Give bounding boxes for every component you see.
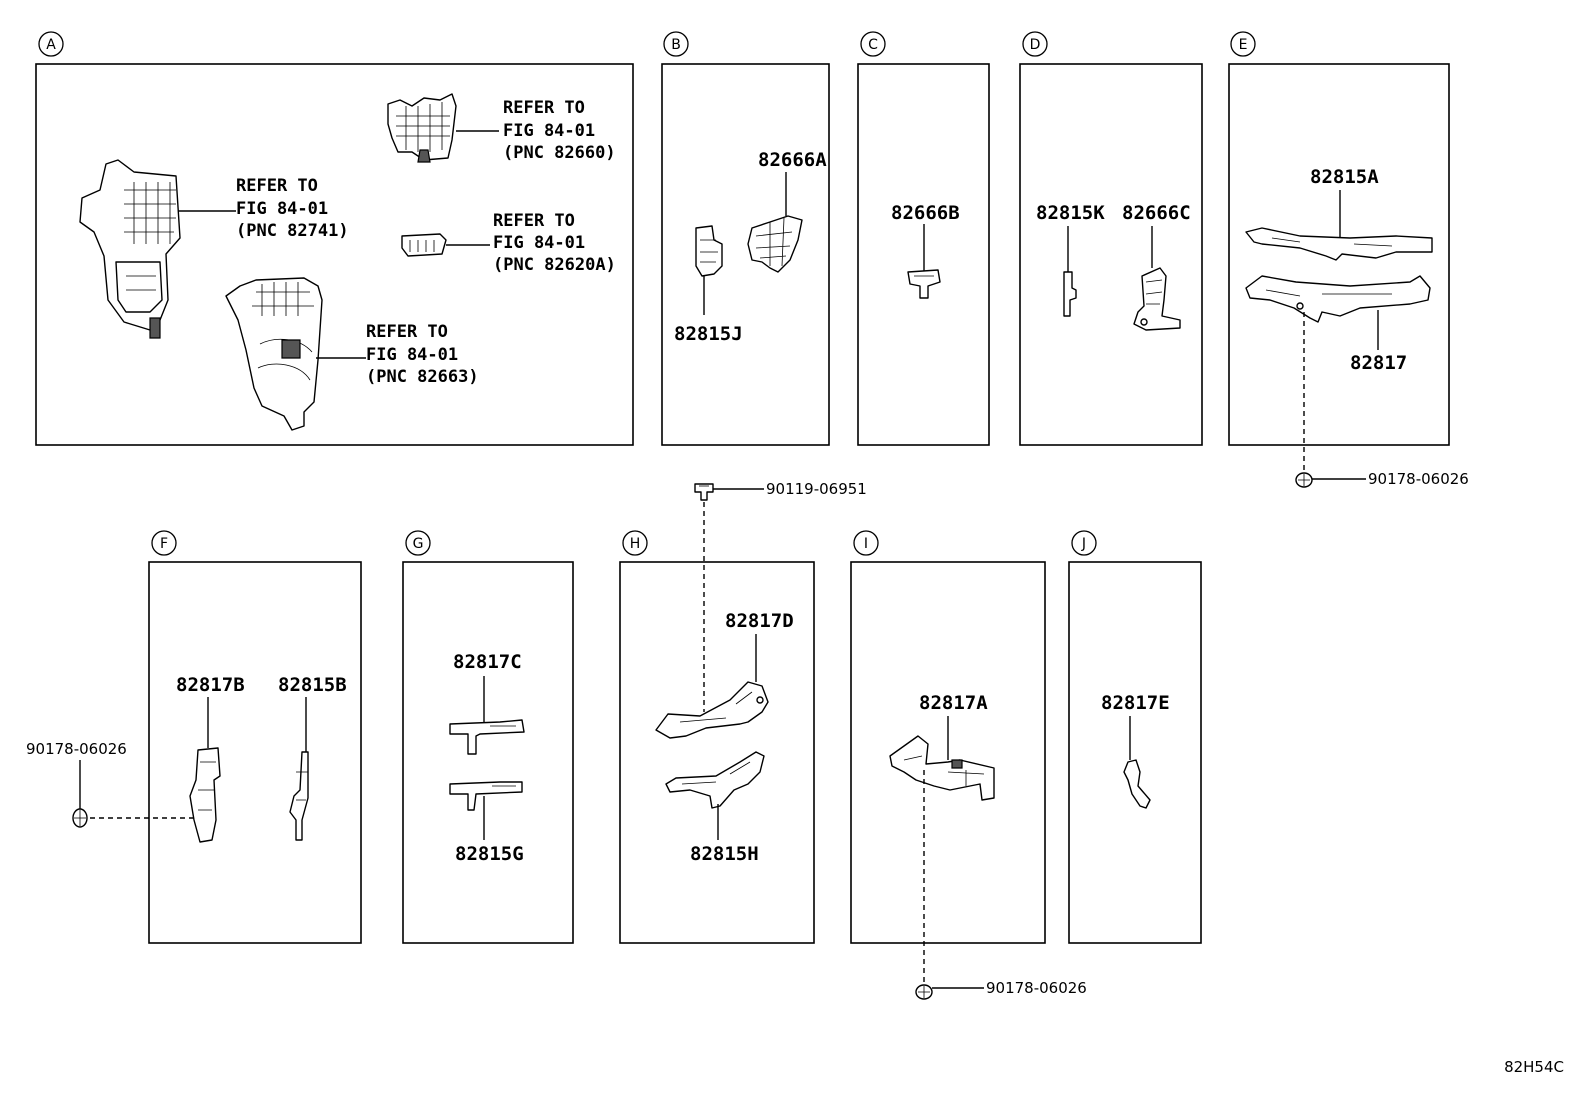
panel-e-marker (1230, 31, 1256, 57)
panel-f-frame (148, 561, 362, 944)
label-82817: 82817 (1350, 352, 1407, 374)
panel-d-frame (1019, 63, 1203, 446)
part-82666B-drawing (907, 269, 941, 299)
panel-a-marker (38, 31, 64, 57)
label-82666C: 82666C (1122, 202, 1191, 224)
part-82817-drawing (1245, 275, 1431, 323)
panel-c-frame (857, 63, 990, 446)
label-82817E: 82817E (1101, 692, 1170, 714)
panel-i-letter: I (864, 536, 868, 552)
panel-h: H 82817D 82815H (619, 530, 815, 944)
clip-e-icon (1295, 472, 1313, 488)
label-82817D: 82817D (725, 610, 794, 632)
panel-a-letter: A (46, 37, 56, 53)
relay-block-82660-drawing (387, 93, 457, 163)
label-82815G: 82815G (455, 843, 524, 865)
label-82817B: 82817B (176, 674, 245, 696)
part-82817A-drawing (889, 735, 995, 801)
panel-j: J 82817E (1068, 530, 1202, 944)
label-82815B: 82815B (278, 674, 347, 696)
panel-h-letter: H (630, 536, 641, 552)
panel-e-letter: E (1239, 37, 1248, 53)
label-82815A: 82815A (1310, 166, 1379, 188)
label-82815J: 82815J (674, 323, 743, 345)
ref-82663-line3: (PNC 82663) (366, 367, 479, 387)
clip-i-number: 90178-06026 (986, 979, 1087, 997)
panel-d-marker (1022, 31, 1048, 57)
panel-d-letter: D (1030, 37, 1041, 53)
part-82817D-drawing (655, 681, 769, 739)
ref-82660-line1: REFER TO (503, 98, 585, 118)
panel-i: I 82817A 90178-06026 (850, 530, 1087, 1000)
diagram-code: 82H54C (1504, 1058, 1564, 1076)
panel-j-letter: J (1081, 536, 1086, 552)
ref-82741-line3: (PNC 82741) (236, 221, 349, 241)
panel-d: D 82815K 82666C (1019, 31, 1203, 446)
bolt-h-group: 90119-06951 (694, 480, 867, 712)
part-82666A-drawing (747, 215, 803, 273)
part-82815G-drawing (449, 781, 523, 811)
panel-b-marker (663, 31, 689, 57)
part-82817E-drawing (1123, 759, 1151, 809)
clip-f-number: 90178-06026 (26, 740, 127, 758)
panel-b-letter: B (671, 37, 681, 53)
panel-f-marker (151, 530, 177, 556)
panel-j-marker (1071, 530, 1097, 556)
clip-f-icon (72, 808, 88, 828)
part-82817B-drawing (189, 747, 221, 843)
part-82815B-drawing (289, 751, 309, 841)
bolt-h-number: 90119-06951 (766, 480, 867, 498)
ref-82663-line2: FIG 84-01 (366, 345, 458, 365)
ref-82620A-line3: (PNC 82620A) (493, 255, 616, 275)
panel-b: B 82815J 82666A (661, 31, 830, 446)
panel-g-letter: G (413, 536, 424, 552)
part-82815K-drawing (1063, 271, 1077, 317)
box-82663-drawing (225, 277, 323, 431)
panel-g-frame (402, 561, 574, 944)
panel-c-marker (860, 31, 886, 57)
connector-82620A-drawing (401, 233, 447, 257)
panel-i-marker (853, 530, 879, 556)
panel-a-frame (35, 63, 634, 446)
clip-e-number: 90178-06026 (1368, 470, 1469, 488)
panel-c-letter: C (868, 37, 878, 53)
panel-g: G 82817C 82815G (402, 530, 574, 944)
ref-82620A-line2: FIG 84-01 (493, 233, 585, 253)
panel-h-marker (622, 530, 648, 556)
label-82815K: 82815K (1036, 202, 1105, 224)
label-82666B: 82666B (891, 202, 960, 224)
ref-82620A-line1: REFER TO (493, 211, 575, 231)
clip-i-icon (915, 984, 933, 1000)
label-82817C: 82817C (453, 651, 522, 673)
panel-e-frame (1228, 63, 1450, 446)
ref-82660-line3: (PNC 82660) (503, 143, 616, 163)
ref-82663-line1: REFER TO (366, 322, 448, 342)
bolt-h-icon (694, 483, 714, 501)
panel-h-frame (619, 561, 815, 944)
part-82815J-drawing (695, 225, 723, 277)
ref-82660-line2: FIG 84-01 (503, 121, 595, 141)
panel-c: C 82666B (857, 31, 990, 446)
label-82666A: 82666A (758, 149, 827, 171)
junction-block-82741-drawing (79, 159, 181, 339)
part-82815H-drawing (665, 751, 765, 809)
panel-j-frame (1068, 561, 1202, 944)
part-82815A-drawing (1245, 227, 1433, 261)
panel-e: E 82815A 82817 90178-06026 (1228, 31, 1469, 488)
panel-a: A REFER TO FIG 84-01 (PNC 82660) REFER T… (35, 31, 634, 446)
panel-i-frame (850, 561, 1046, 944)
ref-82741-line2: FIG 84-01 (236, 199, 328, 219)
part-82817C-drawing (449, 719, 525, 755)
label-82817A: 82817A (919, 692, 988, 714)
panel-g-marker (405, 530, 431, 556)
panel-f: F 82817B 82815B 90178-06026 (26, 530, 362, 944)
ref-82741-line1: REFER TO (236, 176, 318, 196)
label-82815H: 82815H (690, 843, 759, 865)
panel-f-letter: F (160, 536, 168, 552)
panel-b-frame (661, 63, 830, 446)
part-82666C-drawing (1133, 267, 1181, 331)
